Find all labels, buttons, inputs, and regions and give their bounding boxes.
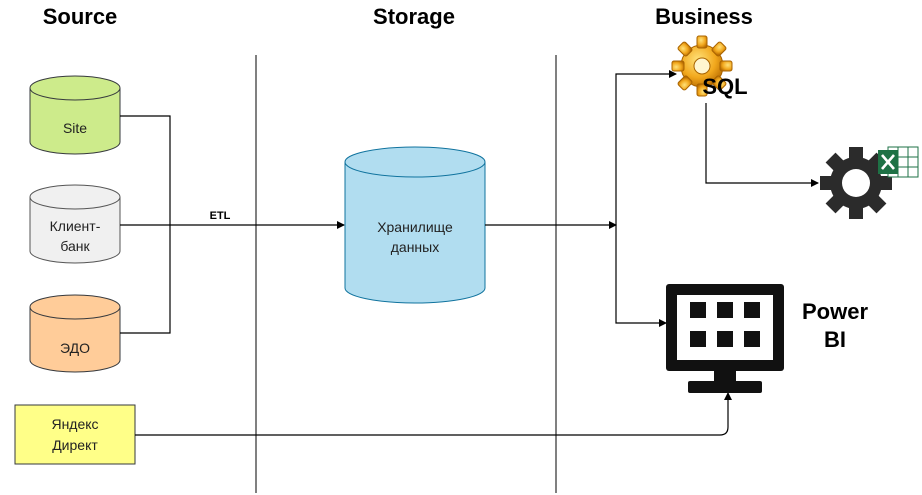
etl-label: ETL [210, 210, 231, 222]
powerbi-label-line2: BI [824, 327, 846, 352]
gear-icon[interactable]: SQL [671, 35, 748, 99]
header-business: Business [655, 4, 753, 29]
site-label: Site [63, 120, 87, 136]
header-source: Source [43, 4, 118, 29]
yandex-direct-box[interactable]: Яндекс Директ [14, 404, 136, 465]
yandex-to-powerbi-arrow [135, 392, 732, 436]
monitor-dashboard-icon[interactable]: Power BI [666, 284, 868, 393]
yandex-label-line2: Директ [52, 437, 98, 453]
header-storage: Storage [373, 4, 455, 29]
edo-database[interactable]: ЭДО [29, 294, 121, 373]
data-warehouse[interactable]: Хранилище данных [344, 146, 486, 304]
sql-label: SQL [702, 74, 747, 99]
to-sql-arrow [615, 70, 677, 225]
client-bank-label-line1: Клиент- [50, 218, 101, 234]
yandex-label-line1: Яндекс [51, 416, 98, 432]
excel-gear-icon[interactable] [820, 146, 919, 219]
sql-to-excel-arrow [705, 103, 819, 187]
warehouse-label-line2: данных [391, 239, 439, 255]
edo-label: ЭДО [60, 340, 90, 356]
to-powerbi-arrow [615, 225, 667, 327]
client-bank-database[interactable]: Клиент- банк [29, 184, 121, 264]
powerbi-label-line1: Power [802, 299, 868, 324]
client-bank-label-line2: банк [60, 238, 90, 254]
excel-logo-icon [878, 146, 919, 178]
site-database[interactable]: Site [29, 75, 121, 155]
warehouse-label-line1: Хранилище [377, 219, 453, 235]
